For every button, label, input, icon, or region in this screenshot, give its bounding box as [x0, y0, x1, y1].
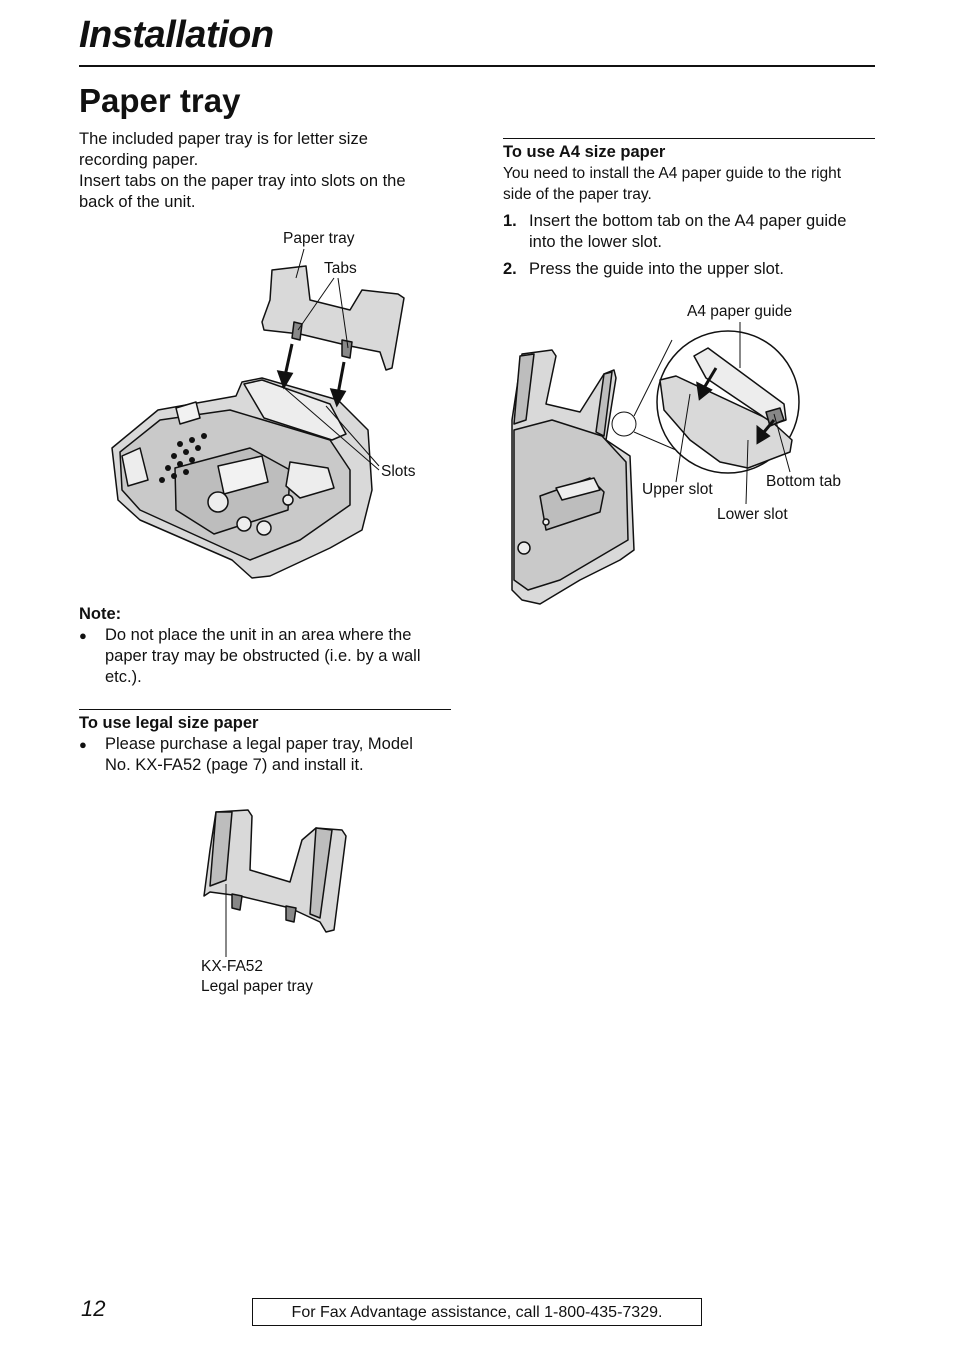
tabs-label: Tabs — [324, 260, 357, 277]
page-number: 12 — [81, 1296, 106, 1321]
step-line: Insert the bottom tab on the A4 paper gu… — [529, 212, 847, 230]
legal-heading: To use legal size paper — [79, 714, 259, 732]
legal-section: To use legal size paper ● Please purchas… — [79, 713, 459, 776]
intro-paragraph: The included paper tray is for letter si… — [79, 129, 459, 213]
paper-tray-label: Paper tray — [283, 230, 355, 247]
a4-step-2: 2. Press the guide into the upper slot. — [503, 259, 883, 280]
legal-line: Please purchase a legal paper tray, Mode… — [105, 735, 413, 753]
a4-section: To use A4 size paper You need to install… — [503, 142, 883, 280]
bottom-tab-label: Bottom tab — [766, 473, 841, 490]
section-divider — [79, 709, 451, 710]
note-block: Note: ● Do not place the unit in an area… — [79, 604, 459, 688]
note-heading: Note: — [79, 605, 122, 623]
note-bullet: ● Do not place the unit in an area where… — [79, 625, 459, 688]
intro-line: recording paper. — [79, 151, 199, 169]
kx-fa52-label: KX-FA52 — [201, 958, 264, 975]
assistance-footer: For Fax Advantage assistance, call 1-800… — [252, 1298, 702, 1326]
section-divider — [503, 138, 875, 139]
title-rule — [79, 65, 875, 67]
a4-heading: To use A4 size paper — [503, 143, 666, 161]
note-line: paper tray may be obstructed (i.e. by a … — [105, 647, 421, 665]
page-title: Paper tray — [79, 82, 241, 119]
intro-line: The included paper tray is for letter si… — [79, 130, 368, 148]
lower-slot-label: Lower slot — [717, 506, 788, 523]
step-line: Press the guide into the upper slot. — [529, 260, 784, 278]
note-line: Do not place the unit in an area where t… — [105, 626, 412, 644]
bullet-icon: ● — [79, 737, 87, 752]
note-line: etc.). — [105, 668, 142, 686]
upper-slot-label: Upper slot — [642, 481, 713, 498]
legal-tray-label: Legal paper tray — [201, 978, 314, 995]
legal-line: No. KX-FA52 (page 7) and install it. — [105, 756, 364, 774]
slots-label: Slots — [381, 463, 416, 480]
legal-bullet: ● Please purchase a legal paper tray, Mo… — [79, 734, 459, 776]
a4-guide-label: A4 paper guide — [687, 303, 793, 320]
bullet-icon: ● — [79, 628, 87, 643]
intro-line: back of the unit. — [79, 193, 196, 211]
section-title: Installation — [79, 14, 274, 56]
step-number: 1. — [503, 212, 517, 230]
step-number: 2. — [503, 260, 517, 278]
step-line: into the lower slot. — [529, 233, 662, 251]
a4-desc-line: side of the paper tray. — [503, 186, 652, 203]
a4-step-1: 1. Insert the bottom tab on the A4 paper… — [503, 211, 883, 253]
a4-desc-line: You need to install the A4 paper guide t… — [503, 165, 842, 182]
intro-line: Insert tabs on the paper tray into slots… — [79, 172, 406, 190]
